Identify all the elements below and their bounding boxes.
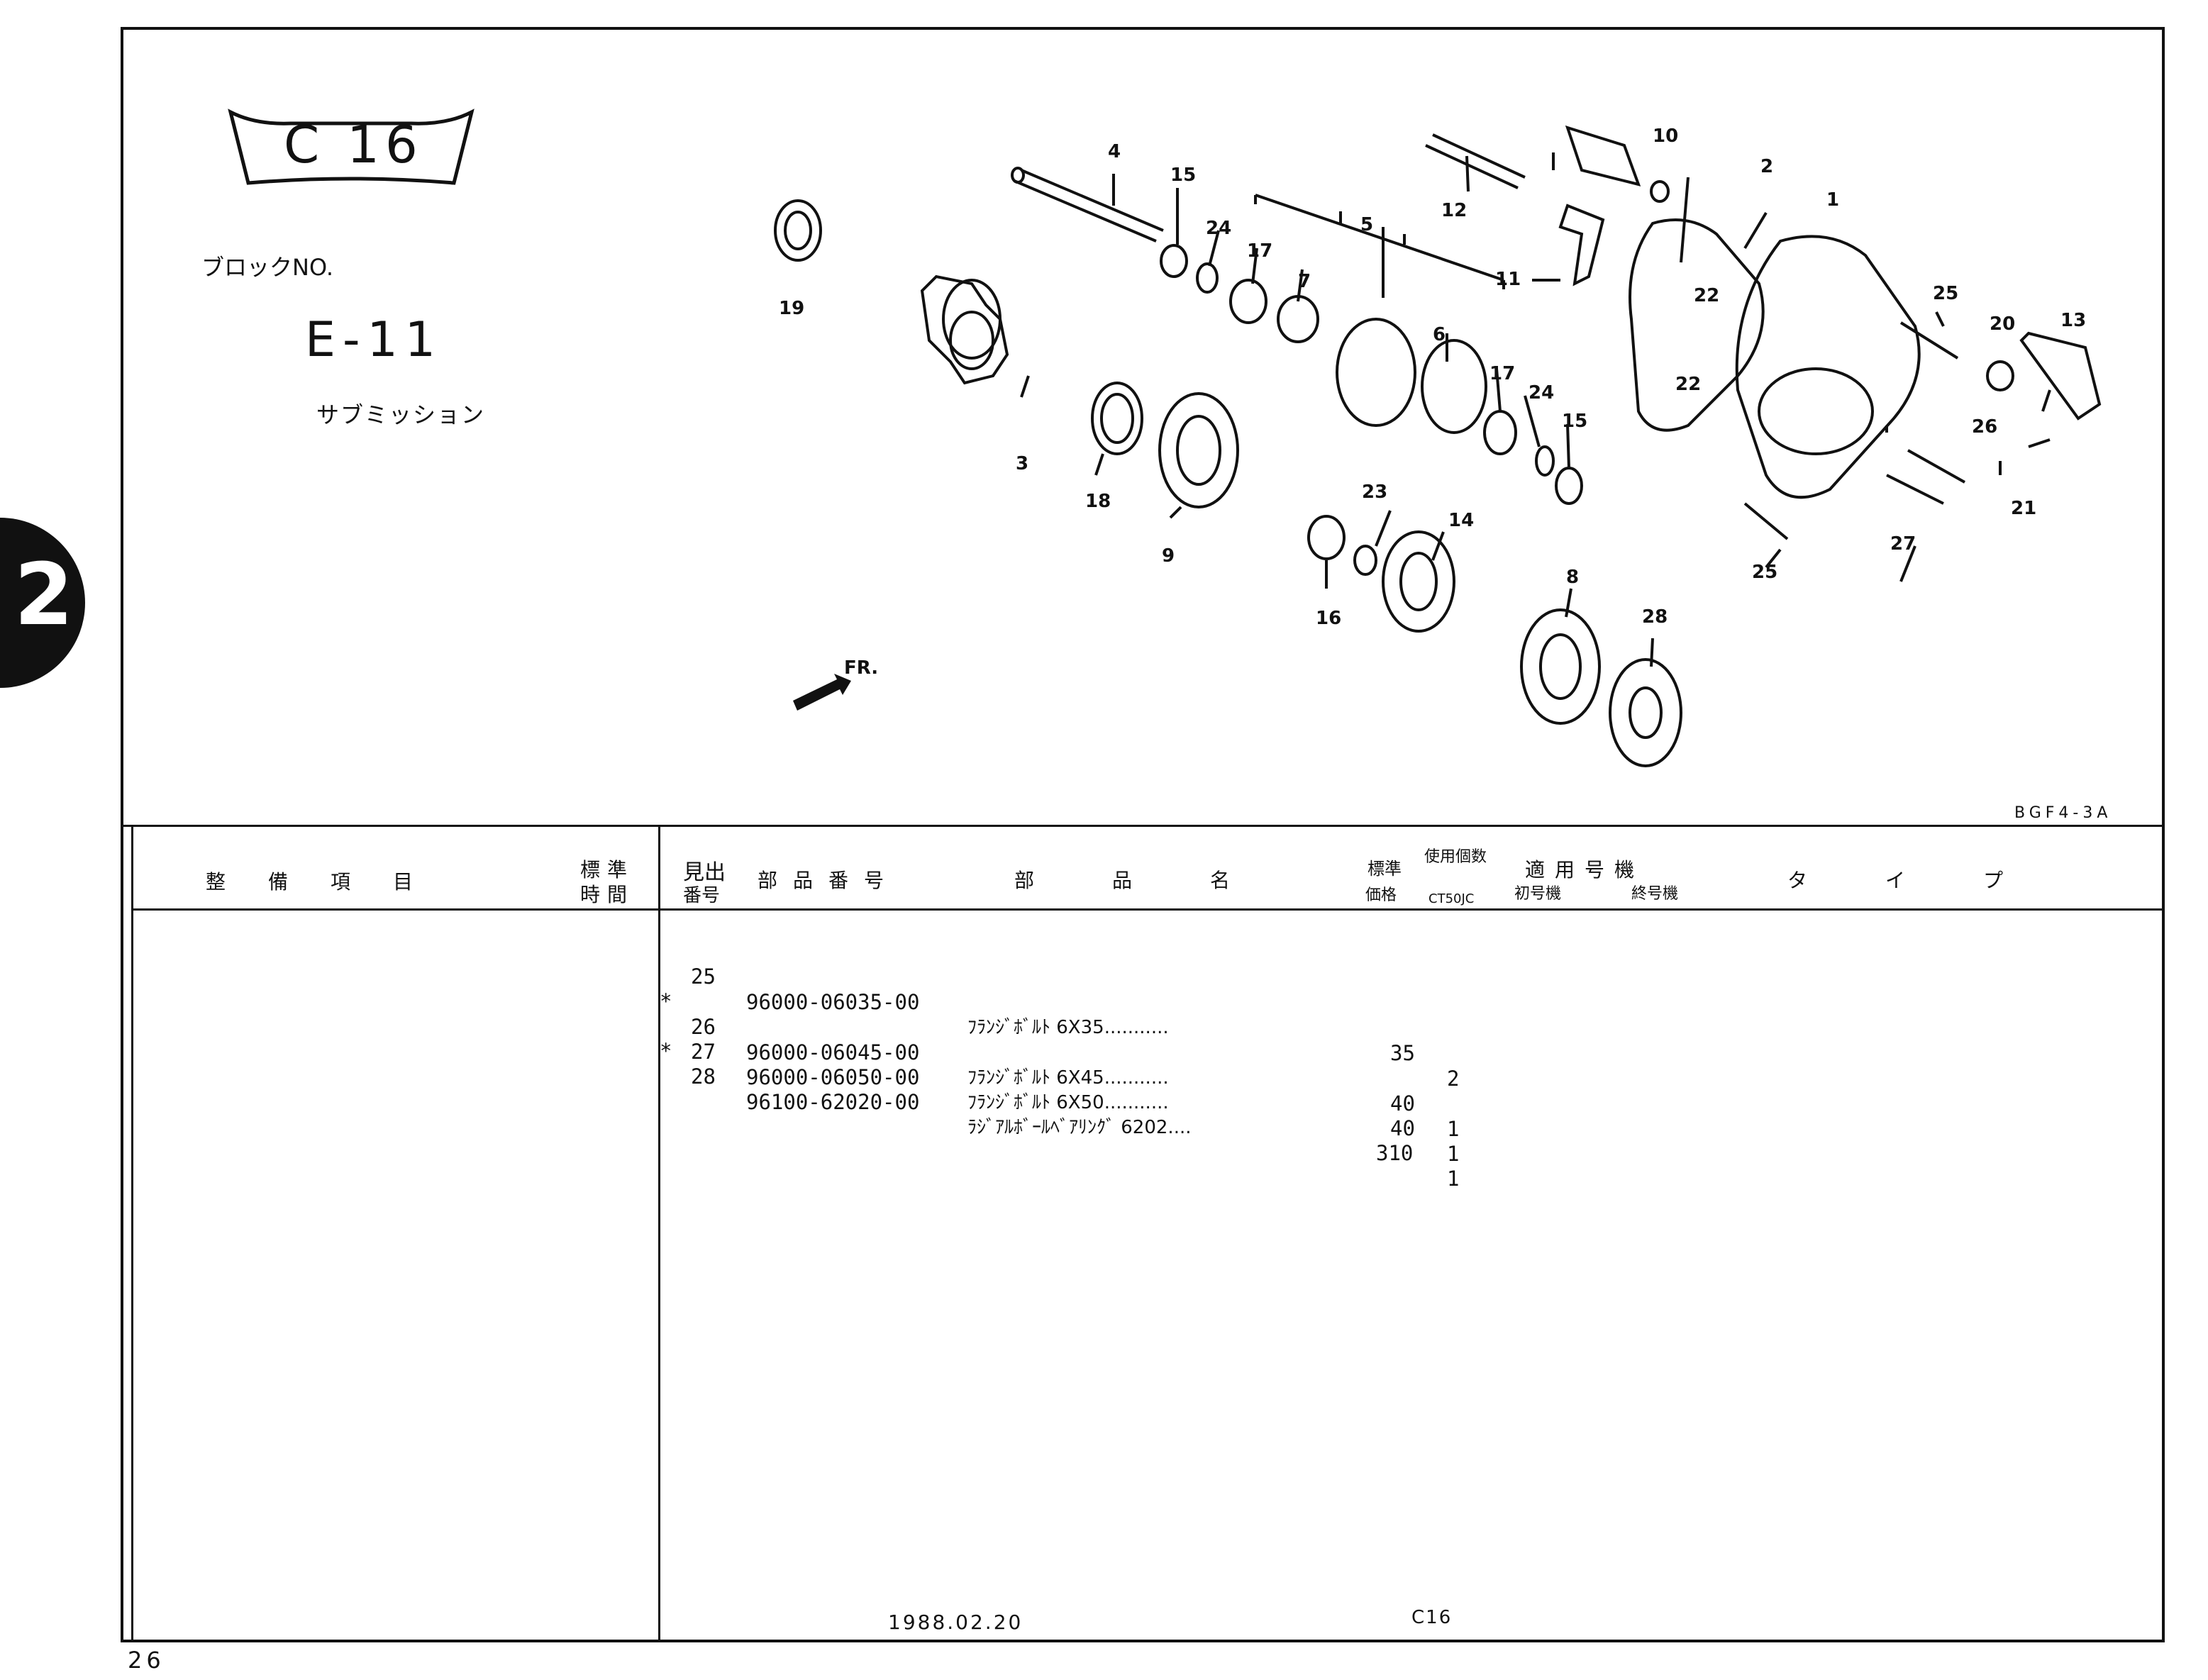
header-price-1: 標準 xyxy=(1367,859,1402,879)
page-frame xyxy=(121,27,2165,1642)
page-number: 26 xyxy=(128,1647,165,1674)
callout-24b: 24 xyxy=(1529,382,1554,404)
callout-28: 28 xyxy=(1642,606,1668,628)
row-part-no: 96000-06045-00 xyxy=(746,1040,920,1064)
block-label: ブロックNO. xyxy=(201,254,334,281)
parts-diagram: FR. 1 2 3 4 5 6 7 8 9 10 11 12 13 14 15 … xyxy=(774,125,2102,767)
row-price: 40 xyxy=(1390,1116,1415,1140)
row-mark: * xyxy=(660,989,672,1013)
callout-17b: 17 xyxy=(1489,363,1515,384)
row-ref: 25 xyxy=(691,964,716,989)
table-row: * 28 96100-62020-00 ﾗｼﾞｱﾙﾎﾞｰﾙﾍﾞｱﾘﾝｸﾞ 620… xyxy=(660,1013,1459,1191)
callout-22a: 22 xyxy=(1694,285,1719,306)
callout-27: 27 xyxy=(1890,533,1916,555)
row-part-no: 96000-06035-00 xyxy=(746,990,920,1014)
header-part-no: 部品番号 xyxy=(758,869,900,892)
callout-23: 23 xyxy=(1362,482,1387,503)
header-qty: 使用個数 xyxy=(1424,848,1487,866)
row-price: 40 xyxy=(1390,1091,1415,1116)
callout-7: 7 xyxy=(1298,271,1311,292)
table-row: * 26 96000-06045-00 ﾌﾗﾝｼﾞﾎﾞﾙﾄ 6X45......… xyxy=(660,963,1459,1141)
row-part-name: ﾌﾗﾝｼﾞﾎﾞﾙﾄ 6X35........... xyxy=(967,1017,1169,1038)
callout-6: 6 xyxy=(1433,324,1446,345)
callout-21: 21 xyxy=(2011,498,2036,519)
table-row: 27 96000-06050-00 ﾌﾗﾝｼﾞﾎﾞﾙﾄ 6X50........… xyxy=(660,988,1459,1166)
callout-13: 13 xyxy=(2060,310,2086,331)
header-divider xyxy=(131,908,2165,911)
code-plate-frame xyxy=(228,109,475,185)
section-tab-number: 2 xyxy=(14,546,74,645)
callout-12: 12 xyxy=(1441,200,1467,221)
callout-14: 14 xyxy=(1448,510,1474,531)
row-ref: 26 xyxy=(691,1015,716,1039)
callout-17a: 17 xyxy=(1247,240,1272,262)
header-price-2: 価格 xyxy=(1365,886,1397,904)
callout-9: 9 xyxy=(1162,545,1175,567)
header-frame-no: 適用号機 xyxy=(1525,858,1645,881)
direction-label: FR. xyxy=(844,657,878,679)
header-part-name: 部品名 xyxy=(1014,869,1309,892)
row-part-name: ﾌﾗﾝｼﾞﾎﾞﾙﾄ 6X45........... xyxy=(967,1067,1169,1089)
header-std-time-1: 標準 xyxy=(580,858,635,881)
callout-8: 8 xyxy=(1566,567,1579,588)
row-qty: 1 xyxy=(1447,1117,1460,1141)
callout-25b: 25 xyxy=(1752,562,1777,583)
diagram-divider xyxy=(121,825,2165,827)
code-plate-text: C 16 xyxy=(284,115,423,174)
callout-4: 4 xyxy=(1108,141,1121,162)
row-qty: 1 xyxy=(1447,1142,1460,1166)
header-work-item: 整備項目 xyxy=(206,870,456,894)
block-name: サブミッション xyxy=(316,401,486,428)
row-part-no: 96100-62020-00 xyxy=(746,1090,920,1114)
callout-26: 26 xyxy=(1972,416,1997,438)
row-part-name: ﾌﾗﾝｼﾞﾎﾞﾙﾄ 6X50........... xyxy=(967,1092,1169,1113)
callout-5: 5 xyxy=(1360,214,1373,235)
column-divider xyxy=(658,825,660,1642)
row-price: 35 xyxy=(1390,1041,1415,1065)
callout-18: 18 xyxy=(1085,491,1111,512)
header-first-no: 初号機 xyxy=(1514,885,1562,903)
header-type: タイプ xyxy=(1787,869,2082,892)
column-divider xyxy=(131,825,133,1642)
header-std-time-2: 時間 xyxy=(580,883,635,906)
figure-code: BGF4-3A xyxy=(2014,804,2112,822)
callout-19: 19 xyxy=(779,298,804,319)
row-part-no: 96000-06050-00 xyxy=(746,1065,920,1089)
callout-10: 10 xyxy=(1653,126,1678,147)
row-mark: * xyxy=(660,1039,672,1063)
header-last-no: 終号機 xyxy=(1631,885,1679,903)
callout-20: 20 xyxy=(1990,313,2015,335)
callout-2: 2 xyxy=(1760,156,1773,177)
row-ref: 27 xyxy=(691,1040,716,1064)
footer-code: C16 xyxy=(1411,1607,1453,1628)
callout-22b: 22 xyxy=(1675,374,1701,395)
callout-11: 11 xyxy=(1495,269,1521,290)
callout-15b: 15 xyxy=(1562,411,1587,432)
callout-24a: 24 xyxy=(1206,218,1231,239)
row-qty: 1 xyxy=(1447,1167,1460,1191)
row-price: 310 xyxy=(1376,1141,1414,1165)
row-part-name: ﾗｼﾞｱﾙﾎﾞｰﾙﾍﾞｱﾘﾝｸﾞ 6202.... xyxy=(967,1117,1192,1138)
header-ref-no-1: 見出 xyxy=(683,860,726,885)
callout-15a: 15 xyxy=(1170,165,1196,186)
row-ref: 28 xyxy=(691,1064,716,1089)
header-qty-model: CT50JC xyxy=(1428,891,1475,906)
header-ref-no-2: 番号 xyxy=(683,885,721,906)
table-row: 25 96000-06035-00 ﾌﾗﾝｼﾞﾎﾞﾙﾄ 6X35........… xyxy=(660,913,1459,1091)
callout-25a: 25 xyxy=(1933,283,1958,304)
block-number: E-11 xyxy=(305,312,443,368)
callout-3: 3 xyxy=(1016,453,1028,474)
row-qty: 2 xyxy=(1447,1067,1460,1091)
callout-1: 1 xyxy=(1826,189,1839,211)
footer-date: 1988.02.20 xyxy=(888,1611,1023,1634)
callout-16: 16 xyxy=(1316,608,1341,629)
